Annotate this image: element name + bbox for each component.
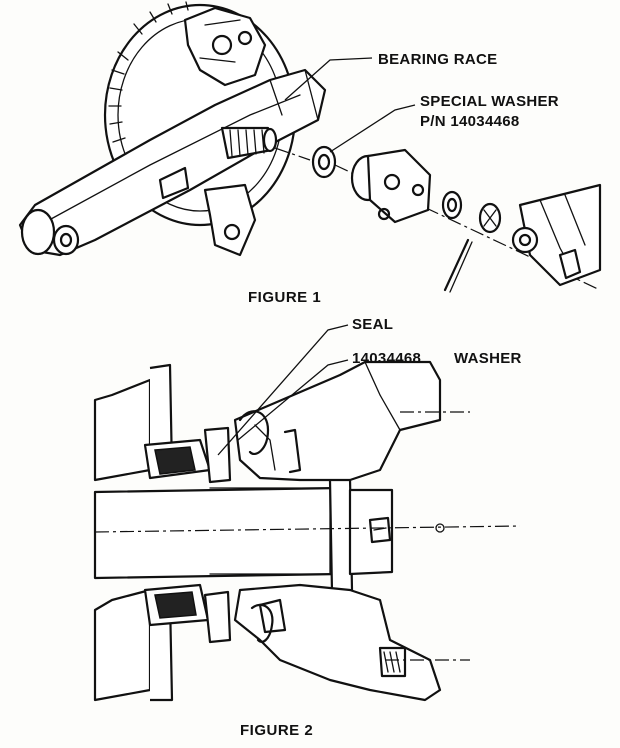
caption-figure-2: FIGURE 2	[240, 722, 314, 739]
washer-lower	[250, 603, 274, 643]
label-washer-part-number: P/N 14034468	[420, 113, 520, 130]
label-special-washer: SPECIAL WASHER	[420, 93, 559, 110]
leader-special-washer	[329, 104, 416, 153]
centerline-1a	[274, 147, 311, 161]
trailing-arm	[18, 68, 327, 257]
label-bearing-race: BEARING RACE	[378, 51, 498, 68]
bearing-upper	[143, 426, 232, 484]
drive-yoke	[350, 148, 432, 224]
label-washer: WASHER	[454, 350, 522, 367]
centerline-2	[94, 525, 521, 533]
spindle	[203, 126, 278, 257]
hub-flange	[328, 476, 394, 594]
washer-upper	[238, 410, 270, 455]
axle-housing	[511, 183, 602, 287]
caption-figure-1: FIGURE 1	[248, 289, 322, 306]
label-14034468: 14034468	[352, 350, 422, 367]
knuckle-lower	[233, 583, 442, 702]
axle-shaft	[93, 486, 342, 580]
cotter-pin	[443, 238, 470, 292]
special-washer	[311, 145, 337, 179]
center-point	[435, 523, 445, 533]
knuckle-upper	[233, 360, 442, 482]
label-seal: SEAL	[352, 316, 394, 333]
leader-part-number	[237, 359, 349, 441]
leader-bearing-race	[284, 57, 373, 101]
leader-seal	[217, 324, 349, 456]
bearing-race	[441, 190, 502, 234]
caliper	[183, 6, 267, 87]
bearing-lower	[143, 583, 232, 644]
